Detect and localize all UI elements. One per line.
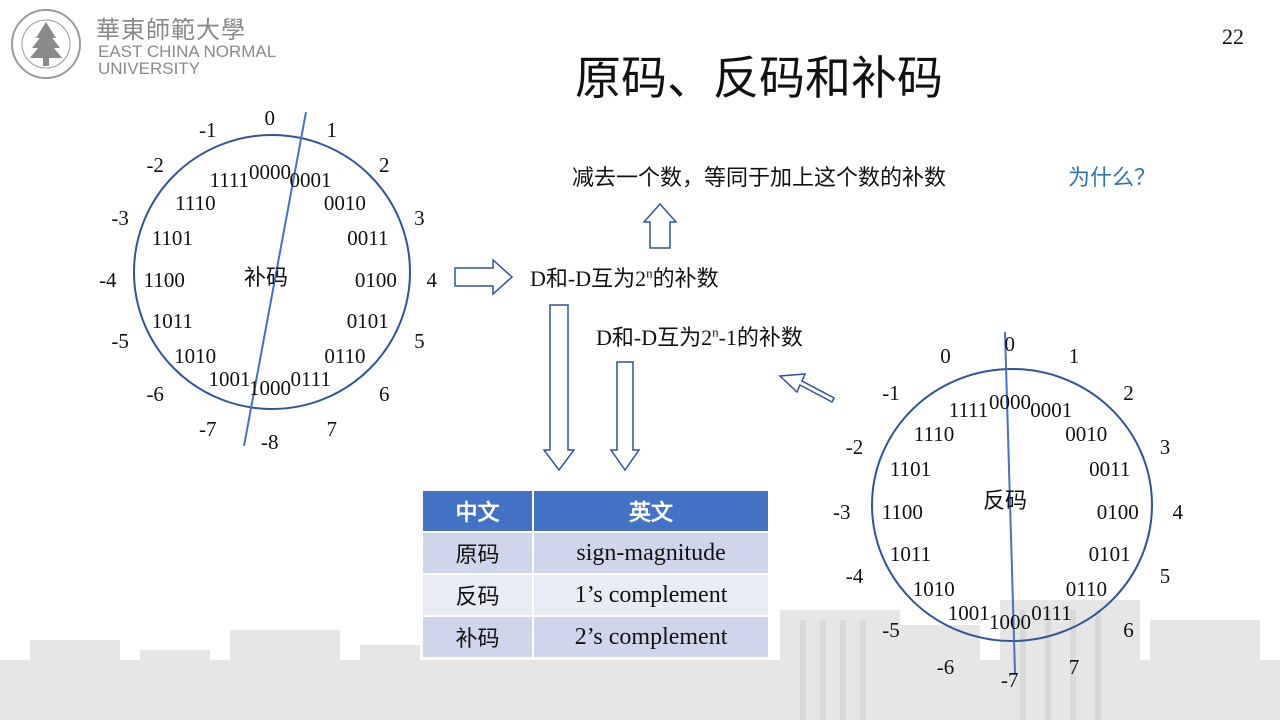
terminology-table: 中文 英文 原码 sign-magnitude 反码 1’s complemen… xyxy=(423,491,770,657)
table-header-row: 中文 英文 xyxy=(423,491,770,532)
cell-en: 1’s complement xyxy=(533,573,770,616)
page-title: 原码、反码和补码 xyxy=(575,51,943,105)
university-logo: 華東師範大學 EAST CHINA NORMAL UNIVERSITY xyxy=(8,4,298,84)
campus-skyline-watermark xyxy=(0,600,1280,720)
down-arrow-icon xyxy=(609,361,641,472)
diagonal-arrow-icon xyxy=(778,373,835,404)
cell-en: sign-magnitude xyxy=(533,531,770,574)
table-row: 补码 2’s complement xyxy=(423,615,770,657)
table-row: 反码 1’s complement xyxy=(423,573,770,616)
logo-english-line1: EAST CHINA NORMAL xyxy=(98,42,277,61)
rule-prefix: D和-D互为2 xyxy=(596,325,713,350)
header-chinese: 中文 xyxy=(423,491,535,532)
header-english: 英文 xyxy=(533,491,770,532)
logo-english-line2: UNIVERSITY xyxy=(98,59,201,78)
cell-cn: 原码 xyxy=(423,531,535,574)
page-number: 22 xyxy=(1222,24,1244,49)
rule-prefix: D和-D互为2 xyxy=(530,266,647,291)
right-arrow-icon xyxy=(454,258,514,296)
why-question-text: 为什么？ xyxy=(1068,166,1157,191)
twos-complement-rule: D和-D互为2n的补数 xyxy=(530,261,719,293)
subtract-rule-text: 减去一个数，等同于加上这个数的补数 xyxy=(572,166,947,191)
up-arrow-icon xyxy=(642,202,678,249)
rule-exponent: n xyxy=(712,324,719,340)
cell-cn: 补码 xyxy=(423,615,535,657)
rule-suffix: 的补数 xyxy=(652,266,719,291)
rule-suffix: -1的补数 xyxy=(718,325,803,350)
down-arrow-icon xyxy=(542,304,576,472)
cell-cn: 反码 xyxy=(423,573,535,616)
logo-chinese-name: 華東師範大學 xyxy=(96,16,246,44)
university-seal-icon xyxy=(11,9,81,79)
rule-exponent: n xyxy=(646,265,653,281)
ones-complement-rule: D和-D互为2n-1的补数 xyxy=(596,320,803,352)
table-row: 原码 sign-magnitude xyxy=(423,531,770,574)
cell-en: 2’s complement xyxy=(533,615,770,657)
